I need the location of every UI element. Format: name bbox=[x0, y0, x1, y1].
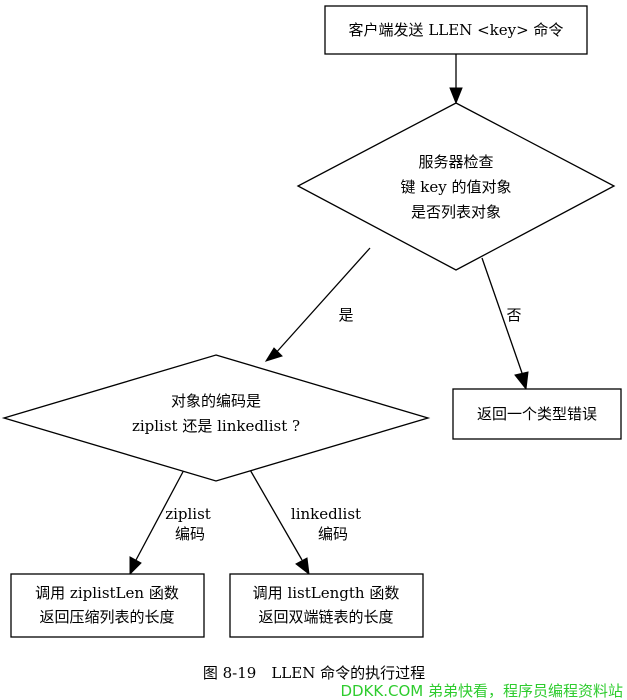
node-start: 客户端发送 LLEN <key> 命令 bbox=[324, 5, 588, 55]
node-linkedlist-result-line-1: 调用 listLength 函数 bbox=[253, 584, 400, 602]
watermark: DDKK.COM 弟弟快看，程序员编程资料站 bbox=[340, 682, 623, 700]
node-start-line-1: 客户端发送 LLEN <key> 命令 bbox=[349, 21, 564, 39]
node-ziplist-result-line-1: 调用 ziplistLen 函数 bbox=[35, 584, 179, 602]
node-check-type-line-1: 服务器检查 bbox=[418, 153, 493, 171]
edge-yes bbox=[264, 247, 371, 362]
edge-ziplist-label-line-2: 编码 bbox=[175, 525, 205, 543]
node-check-type-line-2: 键 key 的值对象 bbox=[401, 178, 512, 196]
node-check-type-line-3: 是否列表对象 bbox=[411, 203, 501, 221]
edge-no bbox=[481, 257, 529, 391]
edge-linkedlist-label-line-2: 编码 bbox=[318, 525, 348, 543]
edge-ziplist-label-line-1: ziplist bbox=[165, 505, 211, 523]
node-check-encoding: 对象的编码是 ziplist 还是 linkedlist ? bbox=[1, 354, 431, 482]
node-check-encoding-line-1: 对象的编码是 bbox=[171, 392, 261, 410]
edge-no-label: 否 bbox=[506, 306, 521, 324]
figure-caption: 图 8-19 LLEN 命令的执行过程 bbox=[203, 664, 425, 682]
node-ziplist-result-line-2: 返回压缩列表的长度 bbox=[39, 608, 174, 626]
edge-linkedlist bbox=[248, 467, 310, 576]
node-linkedlist-result: 调用 listLength 函数 返回双端链表的长度 bbox=[229, 573, 424, 638]
edge-ziplist bbox=[129, 467, 186, 576]
node-check-type: 服务器检查 键 key 的值对象 是否列表对象 bbox=[296, 102, 616, 271]
edge-start-to-check-type bbox=[449, 54, 463, 105]
node-type-error-line-1: 返回一个类型错误 bbox=[477, 405, 597, 423]
node-check-encoding-line-2: ziplist 还是 linkedlist ? bbox=[132, 417, 300, 435]
node-linkedlist-result-line-2: 返回双端链表的长度 bbox=[258, 608, 393, 626]
edge-yes-label: 是 bbox=[338, 306, 353, 324]
edge-linkedlist-label-line-1: linkedlist bbox=[291, 505, 361, 523]
node-type-error: 返回一个类型错误 bbox=[452, 388, 622, 440]
node-ziplist-result: 调用 ziplistLen 函数 返回压缩列表的长度 bbox=[10, 573, 205, 638]
